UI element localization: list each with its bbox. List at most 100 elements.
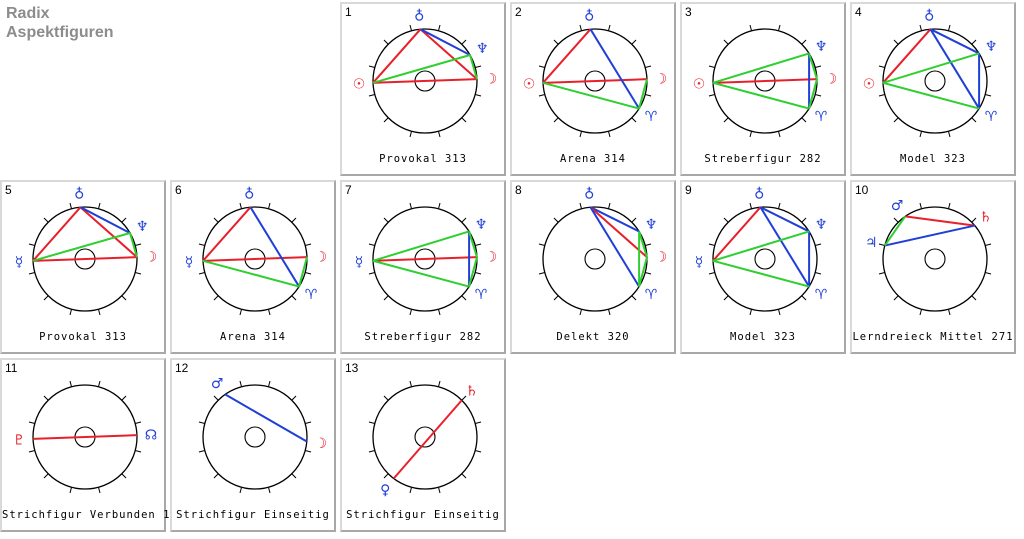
figure-number: 2 xyxy=(515,5,522,19)
circle-tick xyxy=(607,202,611,209)
circle-tick xyxy=(69,487,73,494)
figure-number: 9 xyxy=(685,183,692,197)
circle-tick xyxy=(305,421,312,425)
planet-glyph-icon: ☉ xyxy=(693,76,706,92)
aspect-figure-chart: ♁♆☽☉ xyxy=(353,8,497,138)
planet-glyph-icon: ♁ xyxy=(924,8,934,24)
aspect-figure-chart: ♇☊ xyxy=(13,380,157,494)
aspect-line xyxy=(79,206,138,258)
circle-tick xyxy=(461,39,467,45)
center-circle xyxy=(244,426,266,448)
circle-tick xyxy=(631,217,637,223)
circle-tick xyxy=(947,24,951,31)
circle-tick xyxy=(461,473,467,479)
planet-glyph-icon: ♆ xyxy=(645,217,658,233)
planet-glyph-icon: ☿ xyxy=(695,254,704,270)
circle-tick xyxy=(553,117,559,123)
planet-glyph-icon: ♁ xyxy=(74,186,84,202)
circle-tick xyxy=(815,93,822,97)
circle-tick xyxy=(947,131,951,138)
circle-tick xyxy=(878,271,885,275)
aspect-line xyxy=(884,224,976,247)
aspect-line xyxy=(32,206,82,262)
circle-tick xyxy=(213,473,219,479)
aspect-figure-chart: ♆☽♈☿ xyxy=(355,202,497,316)
circle-tick xyxy=(239,309,243,316)
planet-glyph-icon: ☉ xyxy=(523,76,536,92)
figure-number: 7 xyxy=(345,183,352,197)
circle-tick xyxy=(239,380,243,387)
circle-tick xyxy=(815,243,822,247)
circle-tick xyxy=(121,217,127,223)
planet-glyph-icon: ♈ xyxy=(815,287,828,303)
figure-caption: Model 323 xyxy=(730,331,796,343)
circle-tick xyxy=(267,202,271,209)
figure-number: 1 xyxy=(345,5,352,19)
planet-glyph-icon: ♆ xyxy=(815,39,828,55)
aspect-line xyxy=(372,256,478,262)
circle-tick xyxy=(461,295,467,301)
planet-glyph-icon: ☿ xyxy=(15,254,24,270)
planet-glyph-icon: ♈ xyxy=(645,109,658,125)
circle-tick xyxy=(383,295,389,301)
aspect-line xyxy=(882,28,932,84)
circle-tick xyxy=(708,243,715,247)
figure-caption: Arena 314 xyxy=(220,331,286,343)
circle-tick xyxy=(121,395,127,401)
aspect-line xyxy=(372,28,422,84)
center-circle xyxy=(924,70,946,92)
circle-tick xyxy=(437,309,441,316)
aspect-line xyxy=(542,28,592,84)
horoscope-circle xyxy=(372,28,478,134)
circle-tick xyxy=(368,65,375,69)
circle-tick xyxy=(878,93,885,97)
circle-tick xyxy=(267,487,271,494)
circle-tick xyxy=(645,93,652,97)
aspect-line xyxy=(638,78,648,109)
horoscope-circle xyxy=(32,384,138,490)
figure-caption: Streberfigur 282 xyxy=(704,153,822,165)
aspect-line xyxy=(638,256,648,287)
circle-tick xyxy=(777,309,781,316)
aspect-line xyxy=(712,230,810,262)
circle-tick xyxy=(749,202,753,209)
circle-tick xyxy=(368,421,375,425)
circle-tick xyxy=(801,295,807,301)
aspect-line xyxy=(638,231,648,258)
circle-tick xyxy=(409,309,413,316)
planet-glyph-icon: ♈ xyxy=(985,109,998,125)
planet-glyph-icon: ♁ xyxy=(584,8,594,24)
aspect-line xyxy=(32,256,138,262)
circle-tick xyxy=(291,473,297,479)
circle-tick xyxy=(723,295,729,301)
circle-tick xyxy=(893,39,899,45)
circle-tick xyxy=(631,39,637,45)
aspect-line xyxy=(882,81,980,110)
circle-tick xyxy=(631,295,637,301)
center-circle xyxy=(584,248,606,270)
aspect-line xyxy=(808,53,818,80)
figure-caption: Strichfigur Einseitig xyxy=(346,509,500,521)
aspect-line xyxy=(420,28,471,56)
horoscope-circle xyxy=(32,206,138,312)
aspect-line xyxy=(542,81,640,110)
circle-tick xyxy=(919,131,923,138)
center-circle xyxy=(924,248,946,270)
circle-tick xyxy=(383,117,389,123)
circle-tick xyxy=(919,202,923,209)
circle-tick xyxy=(645,65,652,69)
circle-tick xyxy=(579,24,583,31)
